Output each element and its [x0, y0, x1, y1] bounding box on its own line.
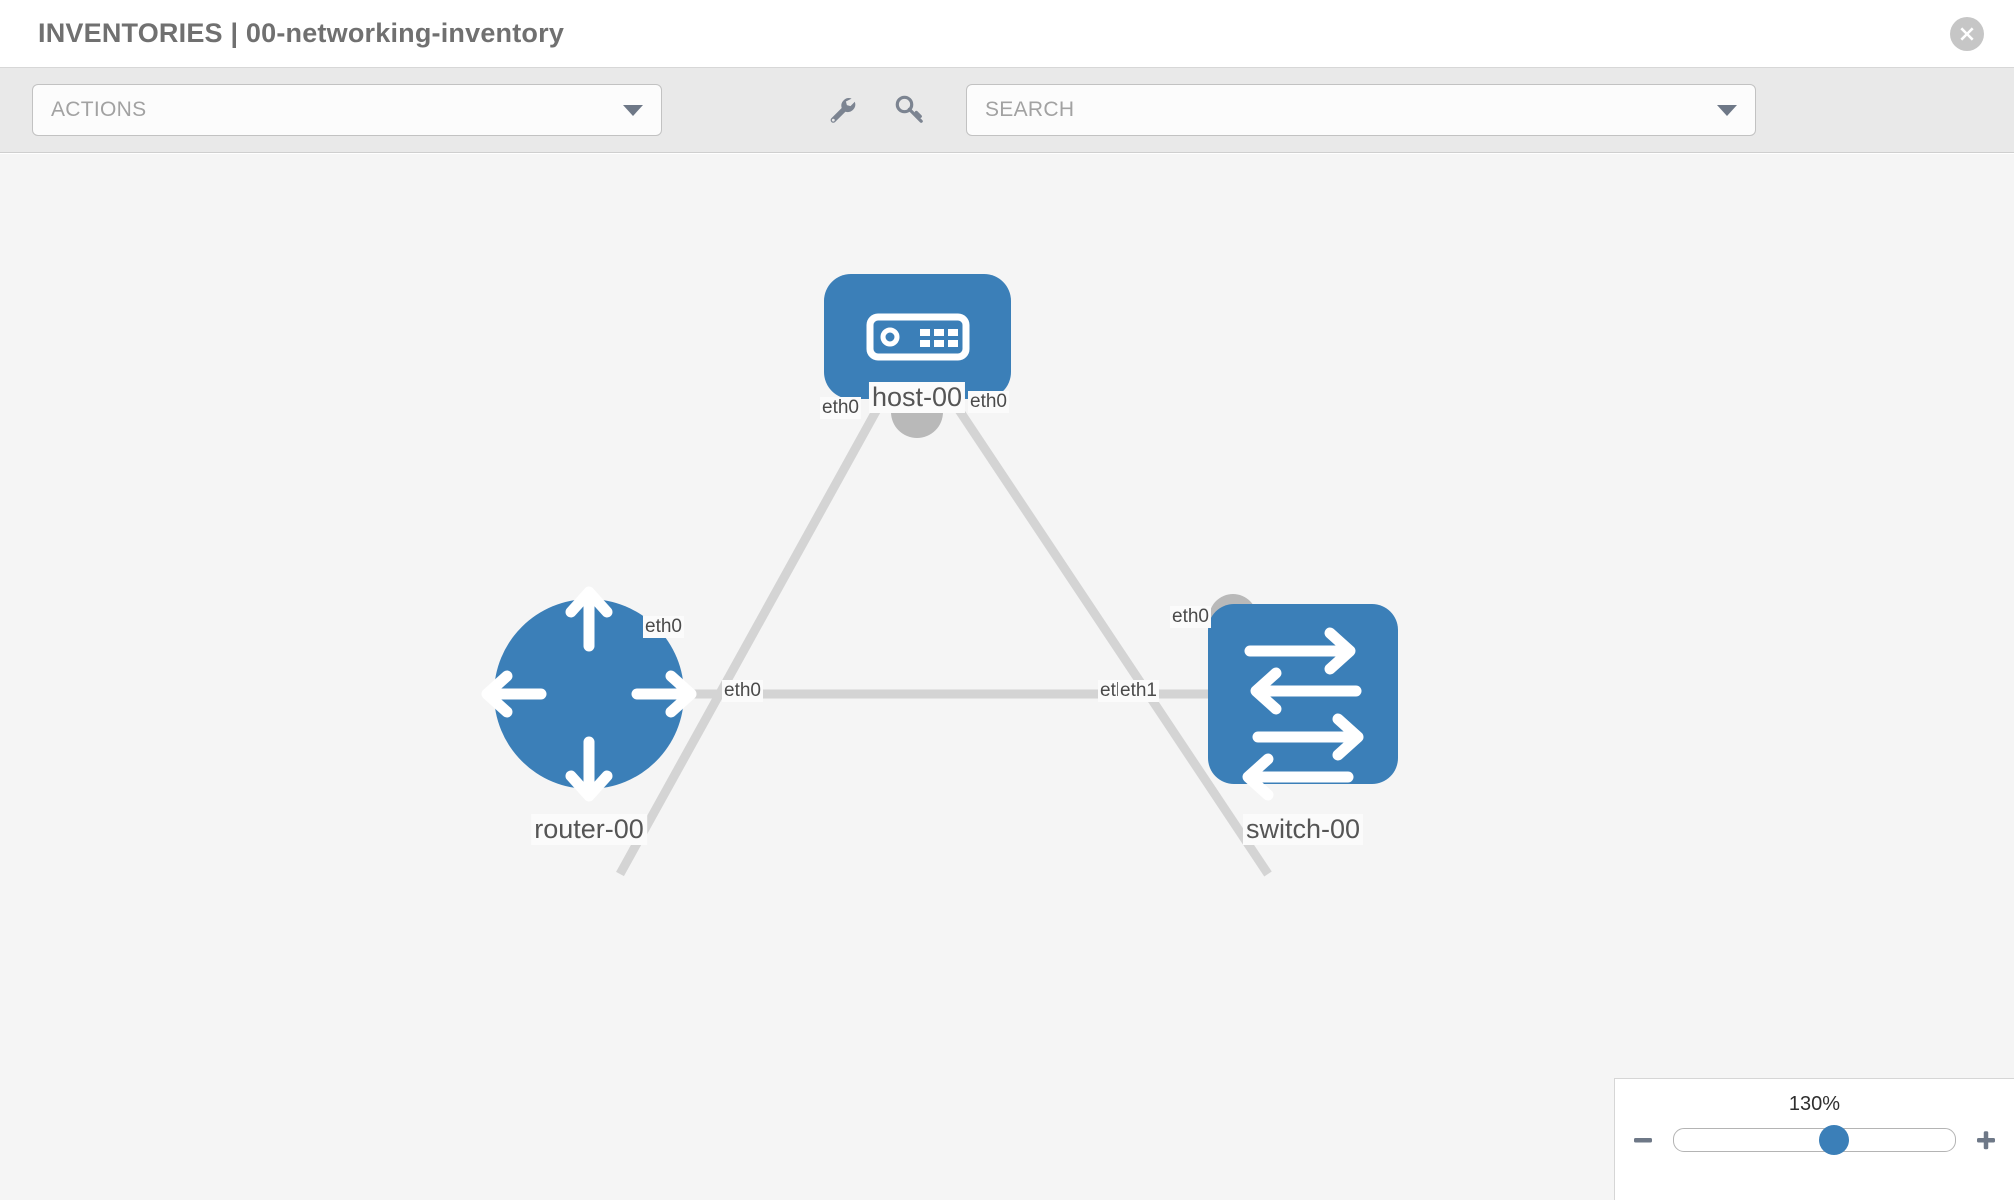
close-button[interactable]	[1950, 16, 1984, 51]
page-header: INVENTORIES | 00-networking-inventory	[0, 0, 2014, 68]
zoom-in-button[interactable]	[1972, 1126, 2000, 1154]
zoom-slider-track[interactable]	[1673, 1125, 1956, 1155]
zoom-out-button[interactable]	[1629, 1126, 1657, 1154]
node-host-00[interactable]	[824, 274, 1011, 399]
zoom-level-value: 130%	[1788, 1093, 1841, 1115]
search-input-placeholder: SEARCH	[985, 98, 1075, 121]
node-host-00-shape[interactable]	[824, 274, 1011, 399]
minus-icon	[1634, 1138, 1652, 1143]
iface-label-switch00-uplink: eth0	[1170, 606, 1211, 628]
iface-label-router00-uplink: eth0	[643, 616, 684, 638]
topology-connectors	[612, 386, 1257, 718]
close-icon	[1960, 26, 1974, 41]
iface-label-host00-right: eth0	[968, 391, 1009, 413]
wrench-button[interactable]	[822, 90, 862, 130]
actions-dropdown-label: ACTIONS	[51, 98, 147, 121]
plus-icon	[1977, 1131, 1995, 1150]
key-button[interactable]	[890, 90, 930, 130]
iface-label-switch00-eth1: eth1	[1118, 680, 1159, 702]
zoom-slider-thumb[interactable]	[1819, 1125, 1850, 1155]
zoom-slider-row	[1615, 1125, 2014, 1155]
link-host00-switch00[interactable]	[951, 401, 1272, 877]
topology-canvas[interactable]: host-00 router-00 switch-00 eth0 eth0 et…	[0, 154, 2014, 1200]
topology-graph	[481, 274, 1398, 877]
iface-label-router00-eth0: eth0	[722, 680, 763, 702]
search-dropdown[interactable]: SEARCH	[966, 84, 1756, 136]
chevron-down-icon	[623, 104, 643, 116]
toolbar: ACTIONS SEARCH	[0, 68, 2014, 153]
topology-links	[616, 401, 1272, 877]
chevron-down-icon	[1717, 104, 1737, 116]
zoom-control-panel: 130%	[1614, 1078, 2014, 1200]
node-label-switch-00: switch-00	[1242, 814, 1364, 845]
toolbar-icon-group	[822, 90, 930, 130]
node-router-00[interactable]	[481, 586, 697, 802]
switch-arrows-icon	[1242, 627, 1364, 801]
wrench-icon	[830, 98, 856, 123]
router-arrows-icon	[481, 586, 697, 802]
node-router-00-shape[interactable]	[494, 599, 684, 789]
server-icon	[866, 313, 970, 361]
iface-label-host00-left: eth0	[820, 397, 861, 419]
page-title: INVENTORIES | 00-networking-inventory	[38, 18, 565, 48]
key-icon	[895, 95, 923, 123]
node-label-host-00: host-00	[868, 382, 966, 413]
link-host00-router00[interactable]	[616, 401, 884, 877]
node-switch-00[interactable]	[1208, 604, 1398, 801]
actions-dropdown[interactable]: ACTIONS	[32, 84, 662, 136]
node-label-router-00: router-00	[531, 814, 647, 845]
